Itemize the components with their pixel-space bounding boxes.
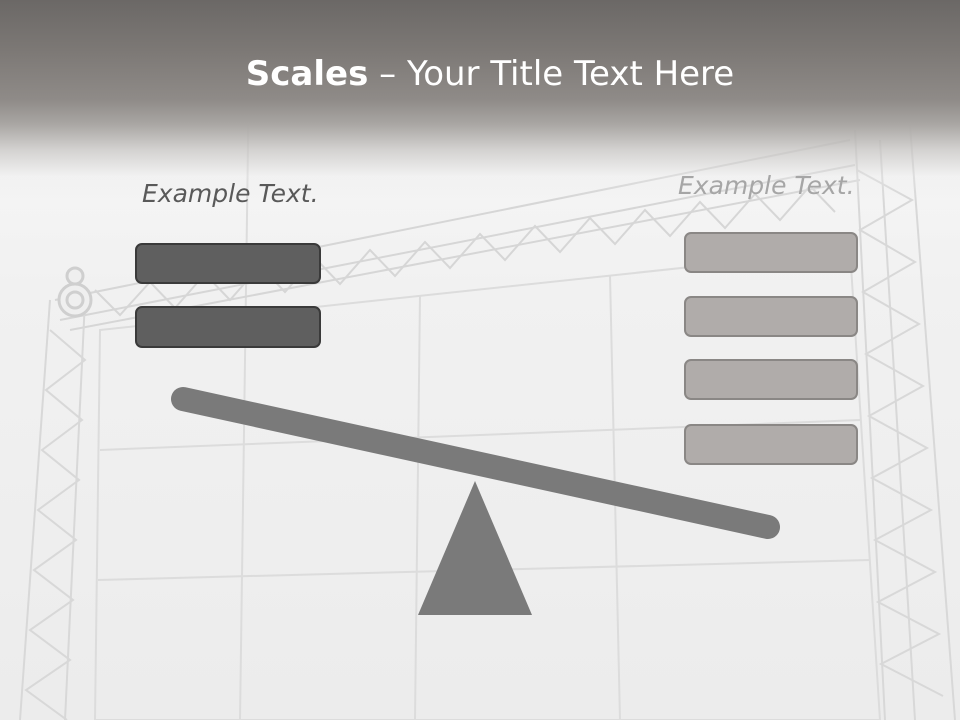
left-weight-box[interactable] bbox=[135, 306, 321, 348]
right-weight-box[interactable] bbox=[684, 424, 858, 465]
title-rest-part: – Your Title Text Here bbox=[368, 54, 735, 94]
right-example-text[interactable]: Example Text. bbox=[678, 171, 855, 200]
fulcrum-triangle bbox=[418, 481, 532, 615]
right-weight-box[interactable] bbox=[684, 296, 858, 337]
left-weight-box[interactable] bbox=[135, 243, 321, 284]
title-bold-part: Scales bbox=[245, 54, 369, 94]
right-weight-box[interactable] bbox=[684, 232, 858, 273]
title-bar bbox=[0, 0, 960, 200]
left-example-text[interactable]: Example Text. bbox=[142, 179, 319, 208]
right-weight-box[interactable] bbox=[684, 359, 858, 400]
seesaw-beam bbox=[171, 387, 780, 539]
slide-title[interactable]: Scales – Your Title Text Here bbox=[0, 52, 960, 96]
